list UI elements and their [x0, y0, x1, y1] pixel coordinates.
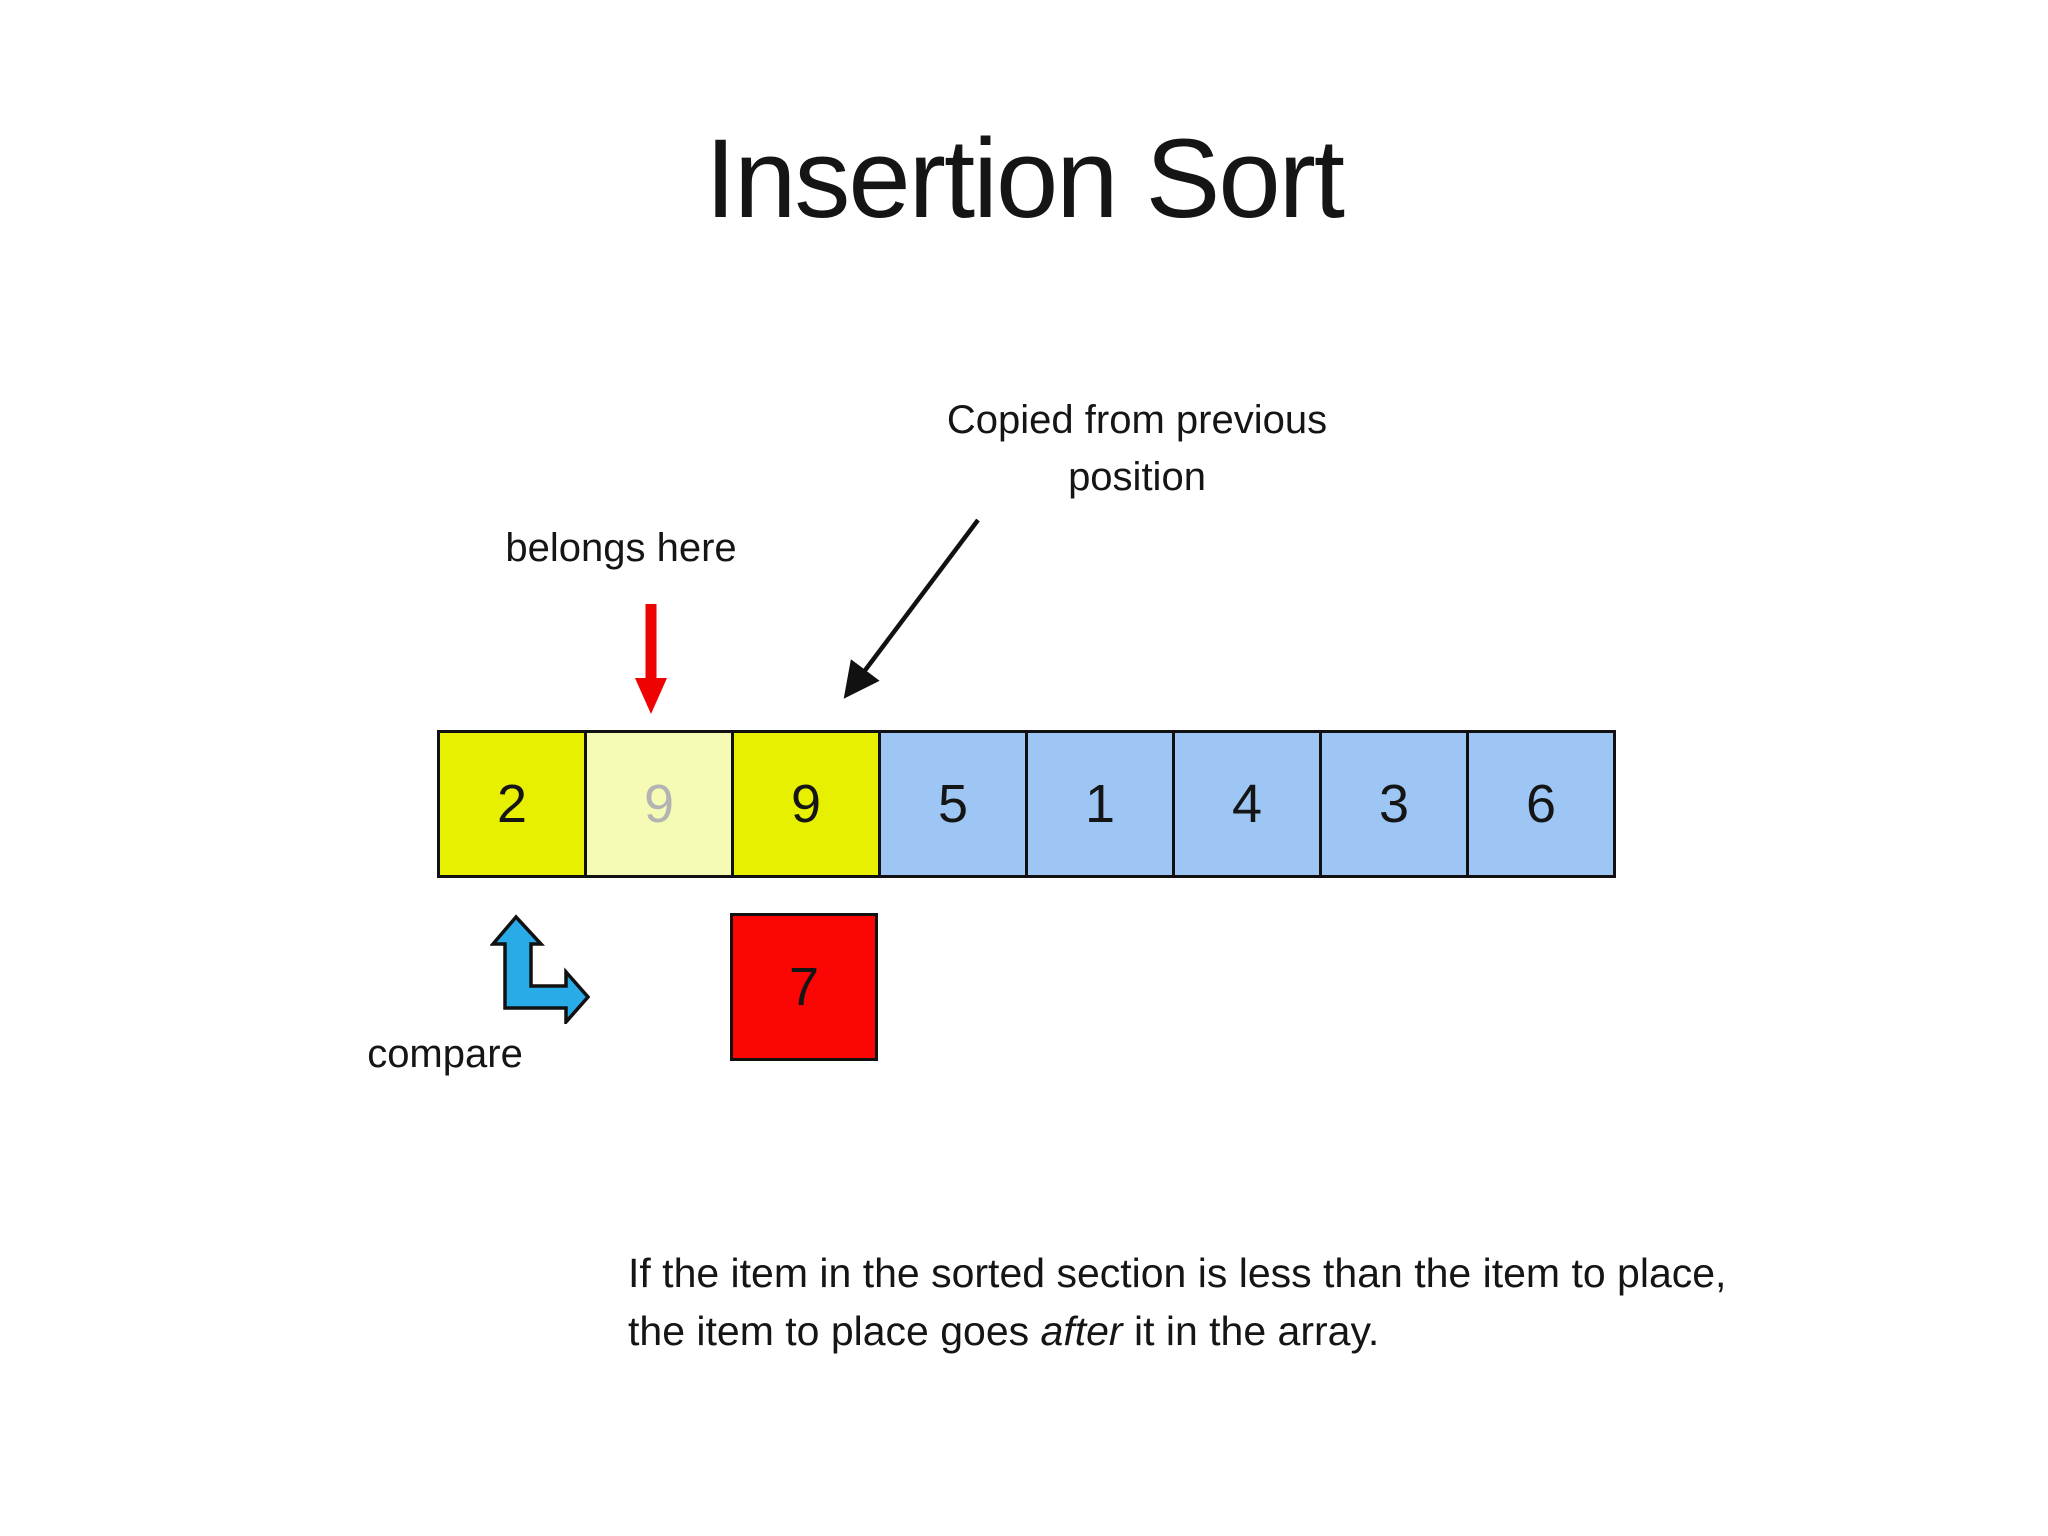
cell-value: 3	[1378, 774, 1410, 834]
array-cell: 4	[1175, 733, 1322, 875]
cell-value: 4	[1231, 774, 1263, 834]
caption: If the item in the sorted section is les…	[628, 1244, 1868, 1360]
caption-line1: If the item in the sorted section is les…	[628, 1250, 1727, 1296]
page-title: Insertion Sort	[704, 116, 1345, 241]
array-cell: 5	[881, 733, 1028, 875]
cell-value: 6	[1525, 774, 1557, 834]
item-to-place-box: 7	[730, 913, 878, 1061]
compare-label: compare	[367, 1032, 523, 1076]
cell-value: 2	[496, 774, 528, 834]
cell-value: 5	[937, 774, 969, 834]
compare-elbow-arrow-icon	[490, 914, 590, 1024]
array-cell: 3	[1322, 733, 1469, 875]
array-cell: 2	[440, 733, 587, 875]
copied-from-arrow-icon	[843, 518, 980, 699]
array-cell: 1	[1028, 733, 1175, 875]
cell-value: 1	[1084, 774, 1116, 834]
copied-from-label-line1: Copied from previous	[946, 398, 1328, 442]
belongs-here-label: belongs here	[505, 526, 737, 570]
cell-value: 9	[790, 774, 822, 834]
array-row: 2 9 9 5 1 4 3 6	[437, 730, 1616, 878]
array-cell: 9	[734, 733, 881, 875]
belongs-here-arrow-icon	[635, 604, 667, 714]
array-cell-copied-ghost: 9	[587, 733, 734, 875]
array-cell: 6	[1469, 733, 1613, 875]
caption-italic-word: after	[1040, 1308, 1123, 1355]
item-to-place-value: 7	[788, 957, 820, 1017]
copied-from-label: Copied from previous position	[887, 392, 1387, 506]
cell-value: 9	[643, 774, 675, 834]
copied-from-label-line2: position	[1068, 454, 1206, 499]
caption-line2: the item to place goes after it in the a…	[628, 1308, 1380, 1355]
